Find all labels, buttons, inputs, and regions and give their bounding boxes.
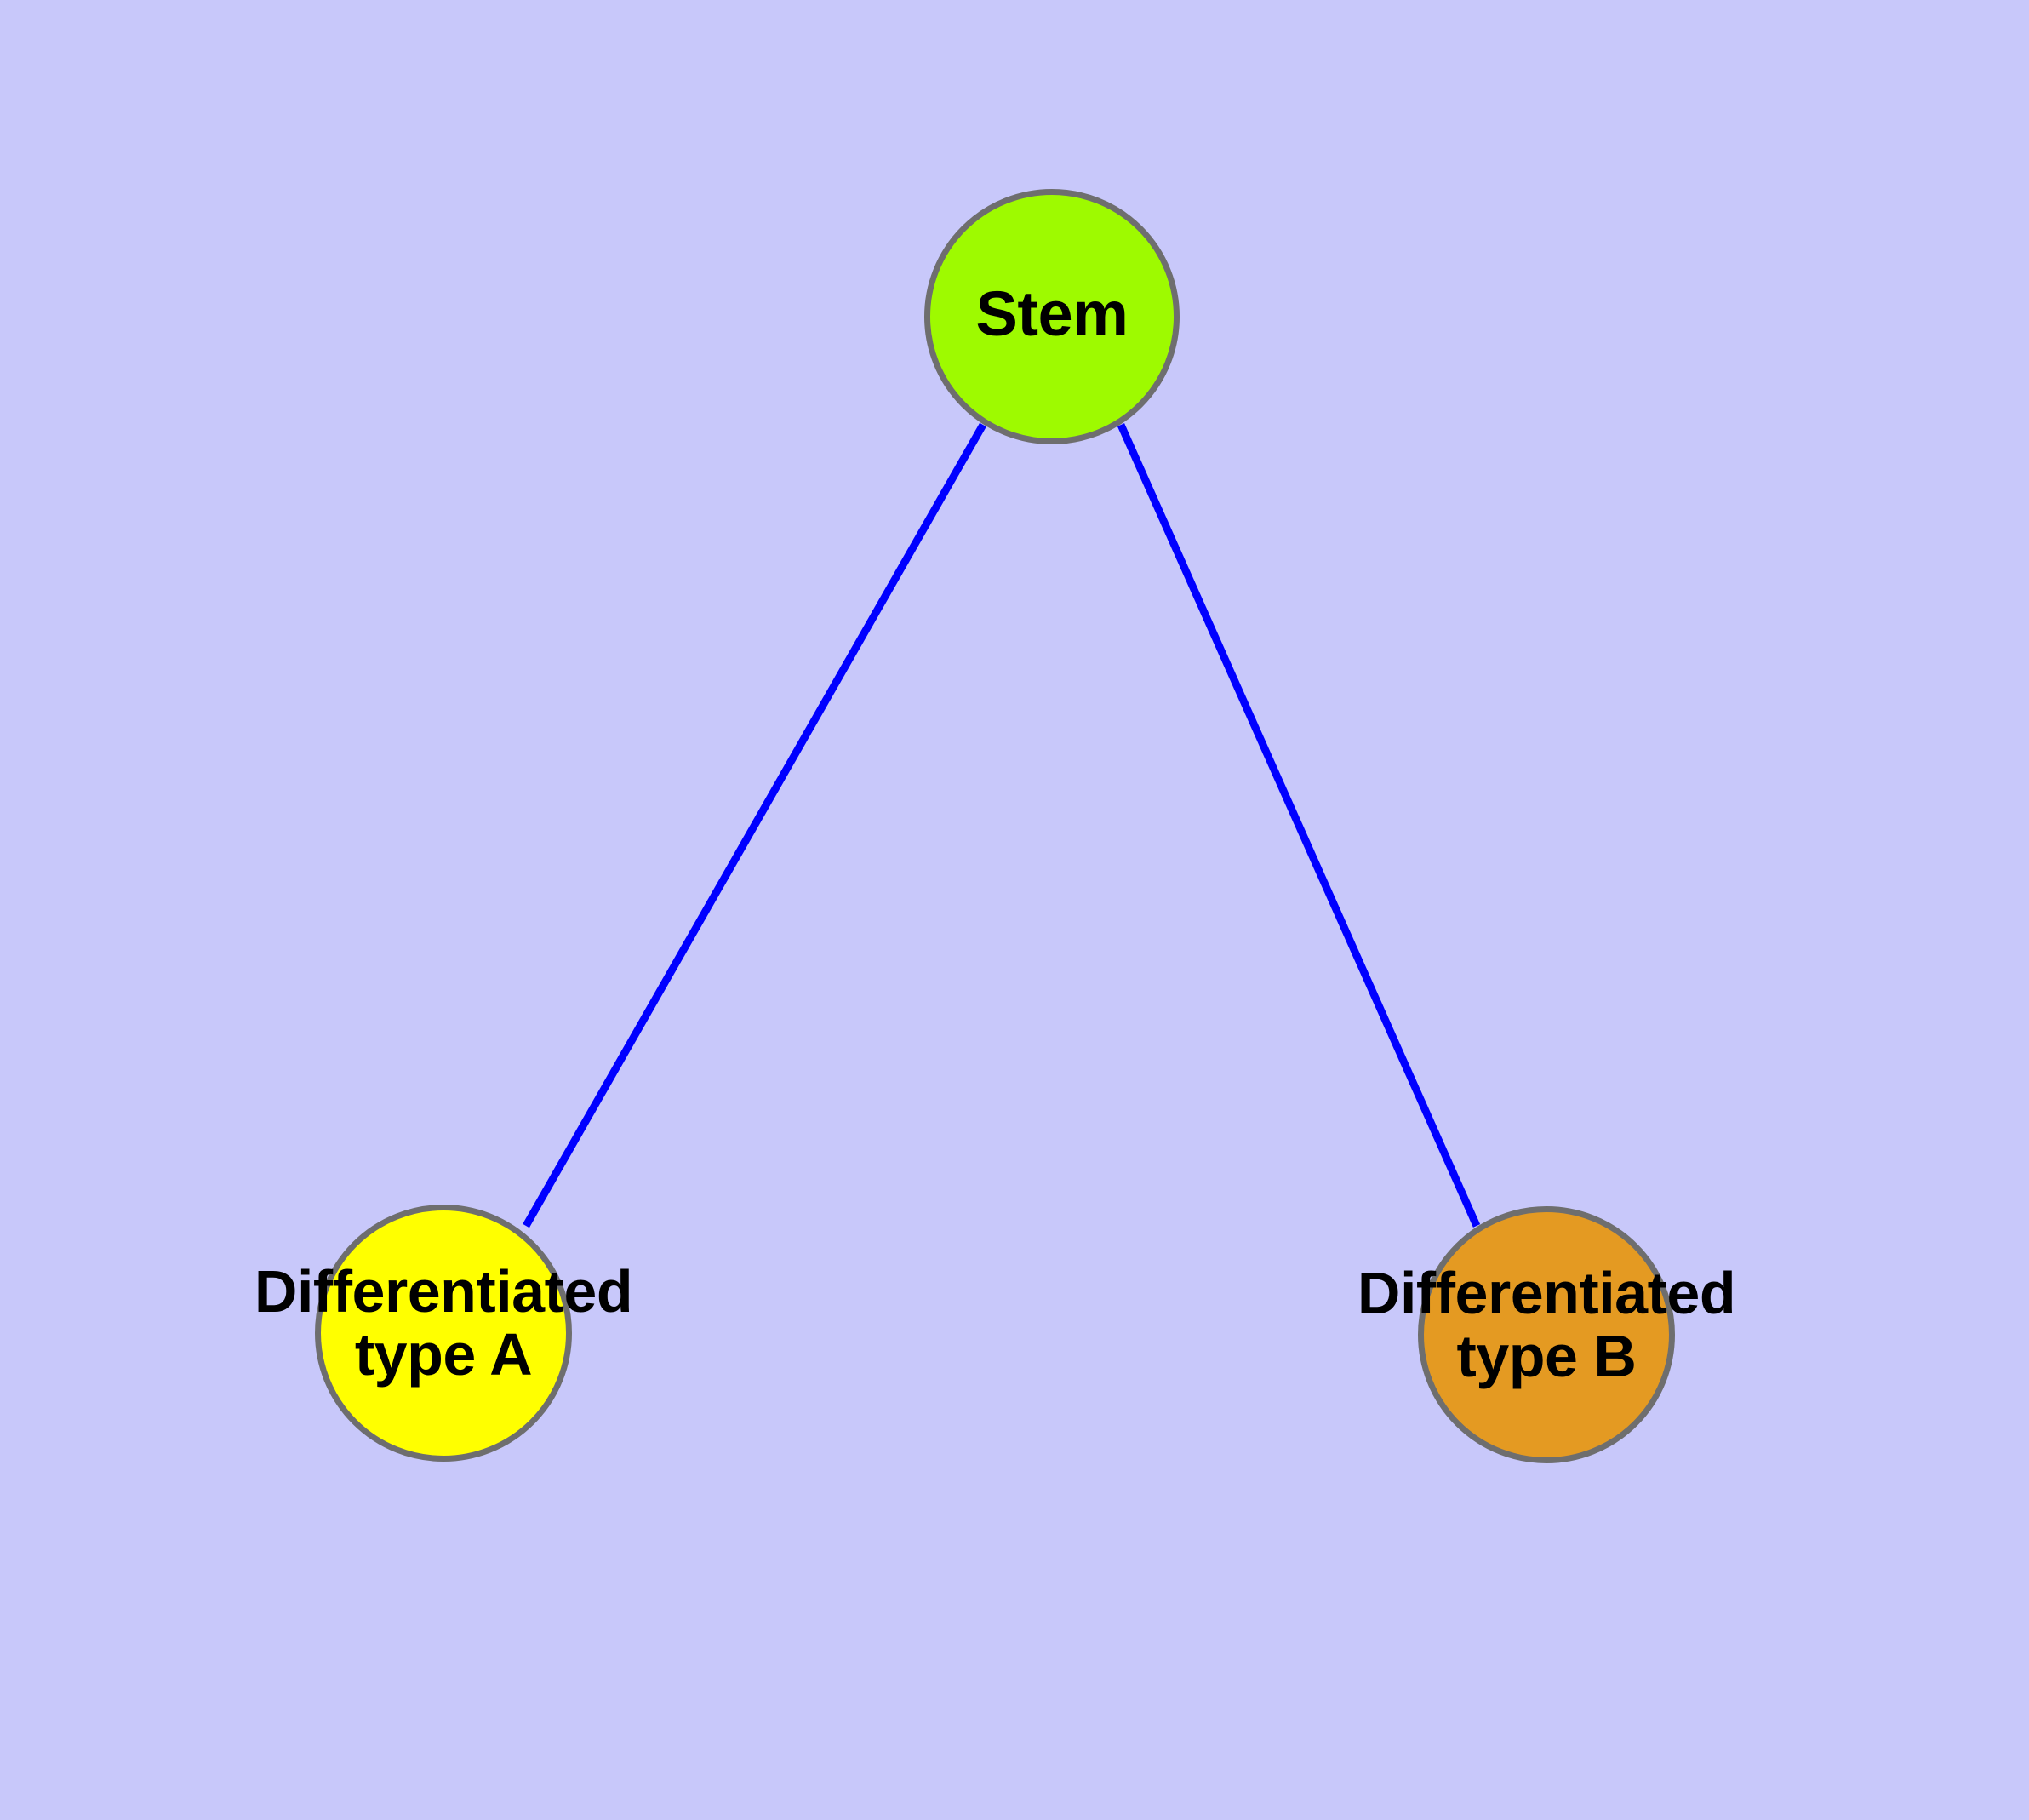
node-stem[interactable] <box>924 189 1180 444</box>
node-differentiated-type-a[interactable] <box>315 1205 572 1462</box>
edge-stem-to-differentiated-type-b <box>1117 423 1481 1228</box>
edge-stem-to-differentiated-type-a <box>523 422 986 1228</box>
node-differentiated-type-b[interactable] <box>1418 1206 1675 1463</box>
